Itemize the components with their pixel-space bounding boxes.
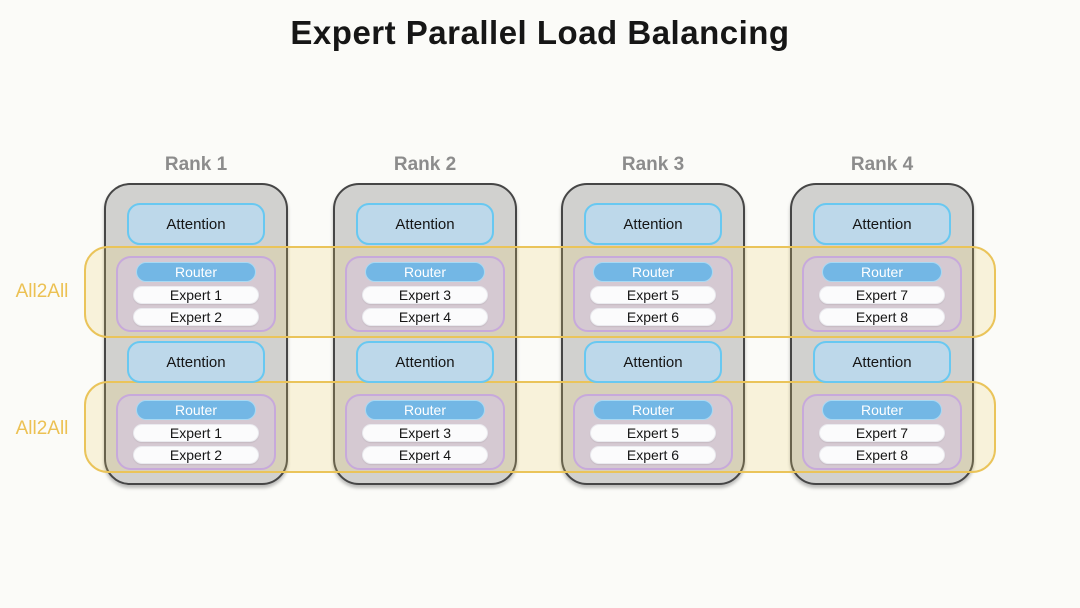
expert-group: Router Expert 3 Expert 4 (345, 256, 505, 332)
attention-label: Attention (395, 353, 455, 371)
rank-content: Attention Router Expert 1 Expert 2 Atten… (104, 183, 288, 485)
expert-label: Expert 7 (855, 425, 909, 441)
rank-label: Rank 4 (850, 154, 914, 175)
expert-block: Expert 8 (819, 308, 945, 326)
expert-block: Expert 4 (362, 446, 488, 464)
expert-label: Expert 3 (398, 287, 452, 303)
router-label: Router (631, 264, 675, 280)
expert-label: Expert 2 (169, 447, 223, 463)
expert-block: Expert 6 (590, 446, 716, 464)
expert-block: Expert 7 (819, 424, 945, 442)
expert-label: Expert 6 (626, 447, 680, 463)
expert-label: Expert 4 (398, 447, 452, 463)
expert-block: Expert 4 (362, 308, 488, 326)
expert-label: Expert 1 (169, 287, 223, 303)
expert-label: Expert 8 (855, 447, 909, 463)
router-block: Router (593, 400, 713, 420)
expert-label: Expert 1 (169, 425, 223, 441)
router-label: Router (174, 402, 218, 418)
expert-group: Router Expert 5 Expert 6 (573, 256, 733, 332)
expert-block: Expert 3 (362, 424, 488, 442)
attention-block: Attention (813, 203, 951, 245)
expert-group: Router Expert 7 Expert 8 (802, 256, 962, 332)
expert-block: Expert 6 (590, 308, 716, 326)
expert-group: Router Expert 1 Expert 2 (116, 394, 276, 470)
rank-label: Rank 3 (621, 154, 685, 175)
transformer-layer: Attention Router Expert 7 Expert 8 (790, 203, 974, 332)
transformer-layer: Attention Router Expert 5 Expert 6 (561, 341, 745, 470)
router-label: Router (403, 402, 447, 418)
rank-content: Attention Router Expert 7 Expert 8 Atten… (790, 183, 974, 485)
expert-block: Expert 5 (590, 424, 716, 442)
attention-label: Attention (166, 215, 226, 233)
attention-block: Attention (584, 203, 722, 245)
router-block: Router (136, 262, 256, 282)
expert-block: Expert 1 (133, 286, 259, 304)
router-label: Router (174, 264, 218, 280)
expert-label: Expert 5 (626, 425, 680, 441)
rank-content: Attention Router Expert 3 Expert 4 Atten… (333, 183, 517, 485)
attention-block: Attention (356, 203, 494, 245)
expert-group: Router Expert 5 Expert 6 (573, 394, 733, 470)
attention-label: Attention (623, 215, 683, 233)
router-label: Router (860, 264, 904, 280)
attention-block: Attention (356, 341, 494, 383)
attention-label: Attention (852, 353, 912, 371)
expert-label: Expert 6 (626, 309, 680, 325)
attention-label: Attention (623, 353, 683, 371)
attention-block: Attention (127, 203, 265, 245)
attention-block: Attention (584, 341, 722, 383)
rank-content: Attention Router Expert 5 Expert 6 Atten… (561, 183, 745, 485)
expert-block: Expert 3 (362, 286, 488, 304)
transformer-layer: Attention Router Expert 5 Expert 6 (561, 203, 745, 332)
router-block: Router (822, 262, 942, 282)
router-block: Router (365, 400, 485, 420)
transformer-layer: Attention Router Expert 1 Expert 2 (104, 203, 288, 332)
attention-label: Attention (395, 215, 455, 233)
expert-group: Router Expert 7 Expert 8 (802, 394, 962, 470)
transformer-layer: Attention Router Expert 3 Expert 4 (333, 203, 517, 332)
expert-block: Expert 7 (819, 286, 945, 304)
router-block: Router (136, 400, 256, 420)
router-block: Router (593, 262, 713, 282)
attention-block: Attention (813, 341, 951, 383)
expert-block: Expert 2 (133, 446, 259, 464)
rank-label: Rank 2 (393, 154, 457, 175)
expert-block: Expert 8 (819, 446, 945, 464)
all2all-label-2: All2All (15, 418, 69, 439)
transformer-layer: Attention Router Expert 3 Expert 4 (333, 341, 517, 470)
expert-label: Expert 4 (398, 309, 452, 325)
attention-label: Attention (852, 215, 912, 233)
router-block: Router (365, 262, 485, 282)
expert-group: Router Expert 1 Expert 2 (116, 256, 276, 332)
page-title: Expert Parallel Load Balancing (290, 14, 790, 51)
expert-group: Router Expert 3 Expert 4 (345, 394, 505, 470)
expert-block: Expert 5 (590, 286, 716, 304)
expert-label: Expert 5 (626, 287, 680, 303)
router-block: Router (822, 400, 942, 420)
router-label: Router (403, 264, 447, 280)
expert-label: Expert 8 (855, 309, 909, 325)
expert-block: Expert 1 (133, 424, 259, 442)
transformer-layer: Attention Router Expert 1 Expert 2 (104, 341, 288, 470)
expert-label: Expert 2 (169, 309, 223, 325)
attention-block: Attention (127, 341, 265, 383)
all2all-label-1: All2All (15, 281, 69, 302)
transformer-layer: Attention Router Expert 7 Expert 8 (790, 341, 974, 470)
expert-label: Expert 3 (398, 425, 452, 441)
router-label: Router (631, 402, 675, 418)
router-label: Router (860, 402, 904, 418)
expert-label: Expert 7 (855, 287, 909, 303)
attention-label: Attention (166, 353, 226, 371)
expert-block: Expert 2 (133, 308, 259, 326)
rank-label: Rank 1 (164, 154, 228, 175)
